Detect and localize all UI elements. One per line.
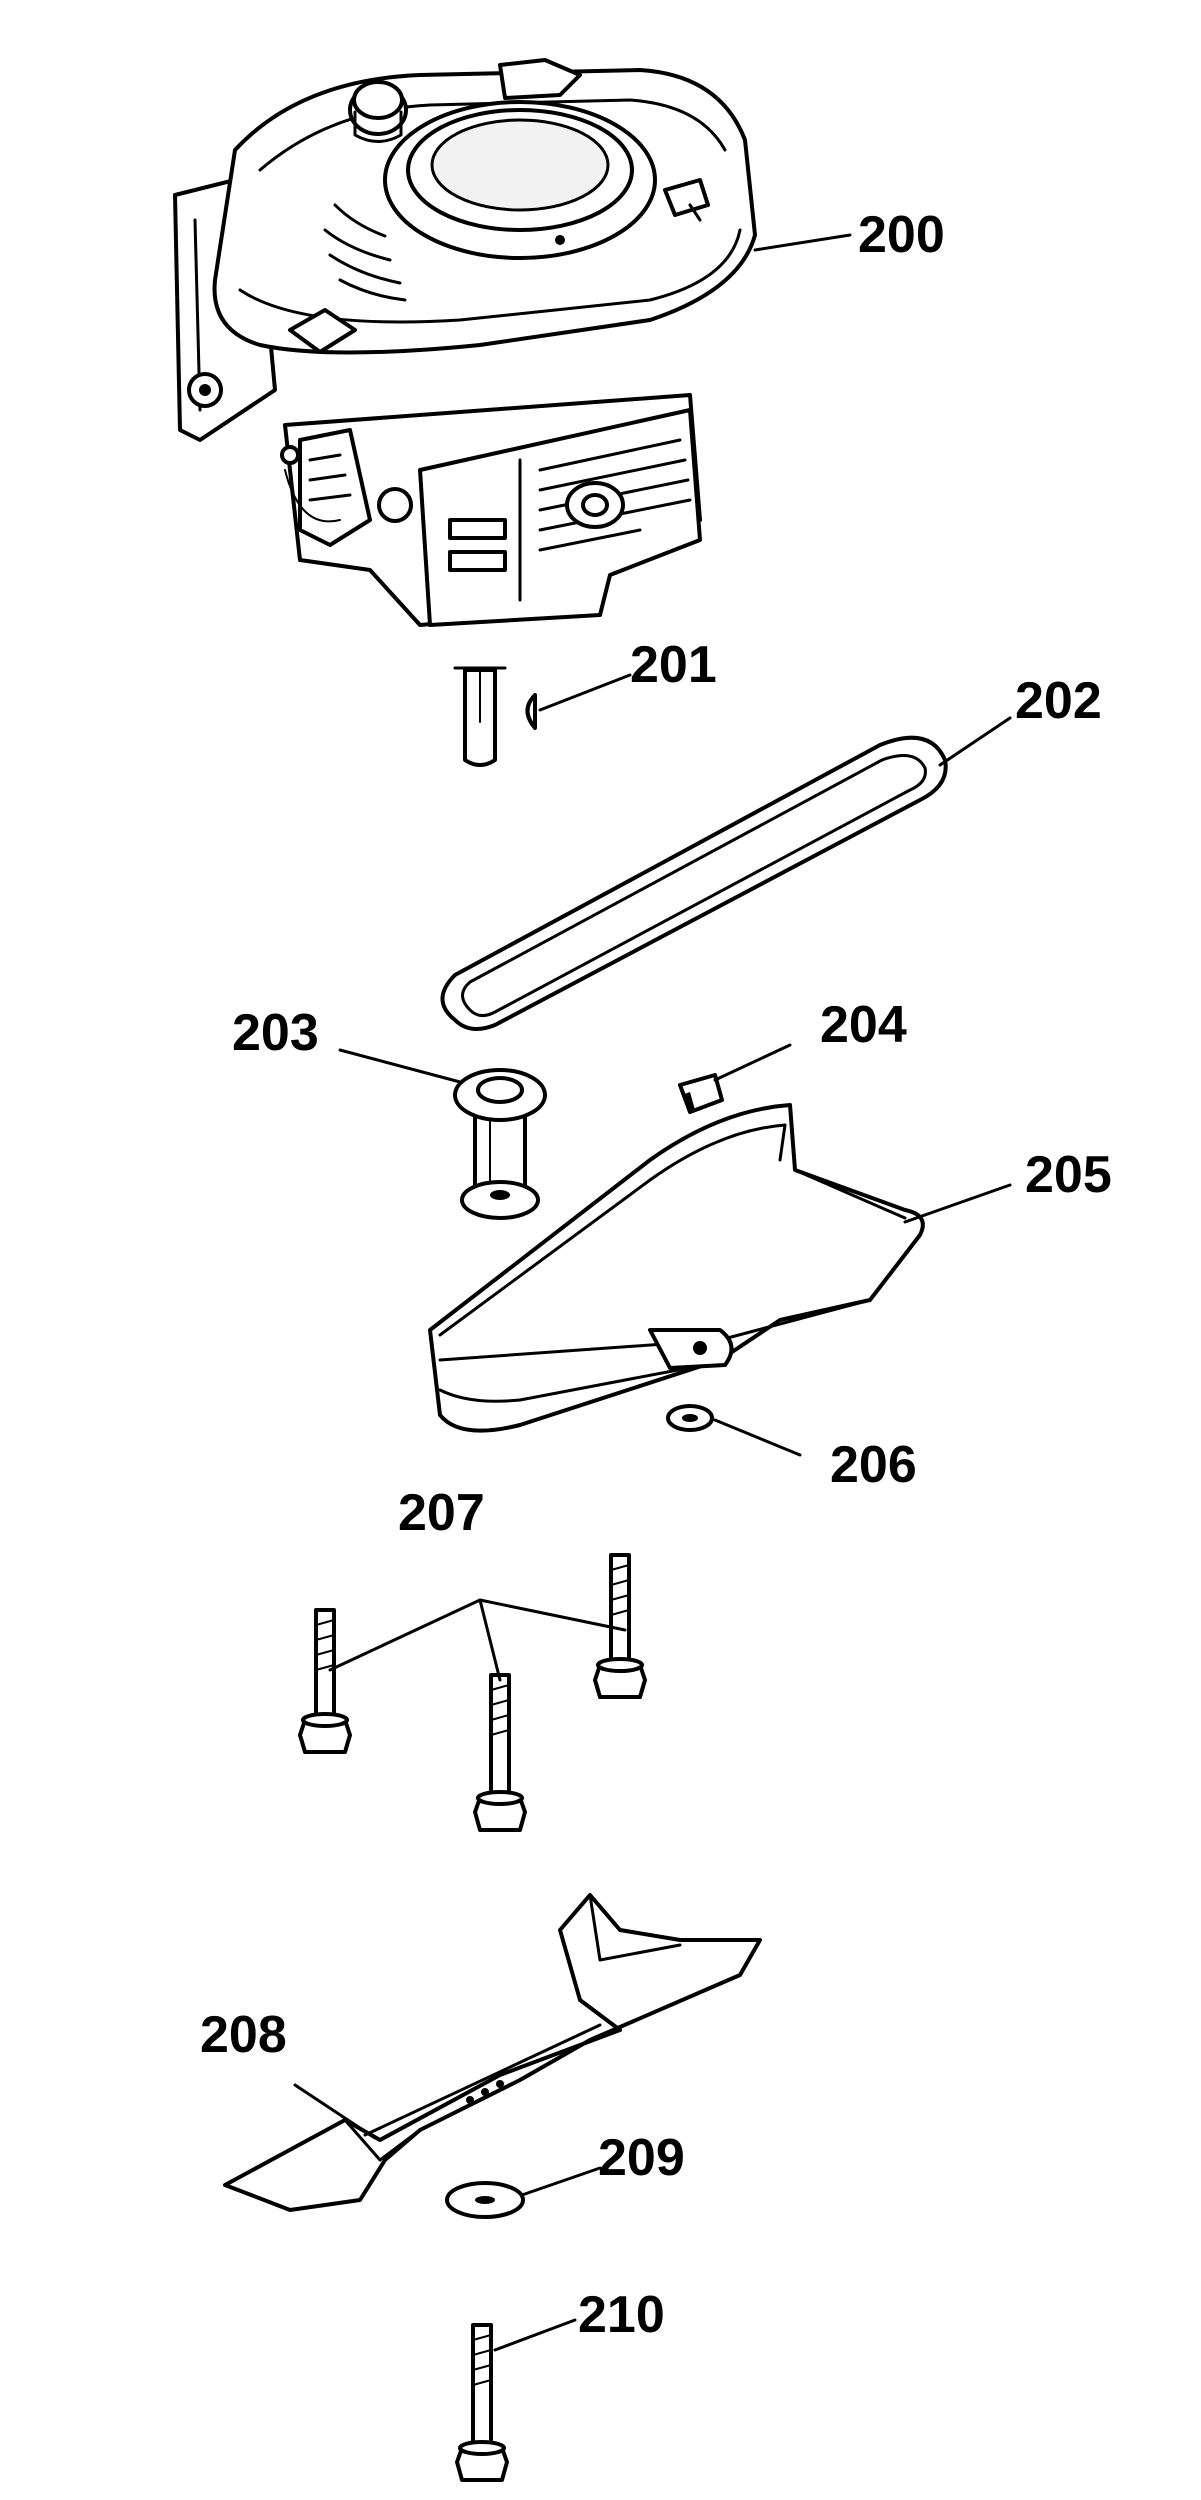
bolt-right	[593, 1553, 647, 1699]
part-number-205: 205	[1025, 1146, 1112, 1204]
washer-icon	[666, 1404, 714, 1432]
bolt-left	[298, 1608, 352, 1754]
drive-belt-icon	[440, 735, 948, 1031]
bolt-icon	[455, 2323, 509, 2482]
part-number-209: 209	[598, 2129, 685, 2187]
part-number-208: 208	[200, 2006, 287, 2064]
part-number-200: 200	[858, 206, 945, 264]
washer-icon	[445, 2181, 525, 2219]
part-number-202: 202	[1015, 672, 1102, 730]
part-number-206: 206	[830, 1436, 917, 1494]
part-labels: 200 201 202 203 204 205 206 207 208 209 …	[200, 206, 1112, 2344]
leader-lines	[293, 233, 1012, 2352]
engine-icon	[173, 58, 757, 627]
bolt-set-icon	[298, 1553, 647, 1832]
bolt-middle	[473, 1673, 527, 1832]
blade-icon	[223, 1893, 762, 2212]
part-number-204: 204	[820, 996, 907, 1054]
part-number-210: 210	[578, 2286, 665, 2344]
part-number-201: 201	[630, 636, 717, 694]
pulley-icon	[453, 1068, 547, 1220]
part-number-207: 207	[398, 1484, 485, 1542]
part-number-203: 203	[232, 1004, 319, 1062]
shaft-key-icon	[453, 666, 537, 767]
clip-icon	[678, 1073, 724, 1114]
